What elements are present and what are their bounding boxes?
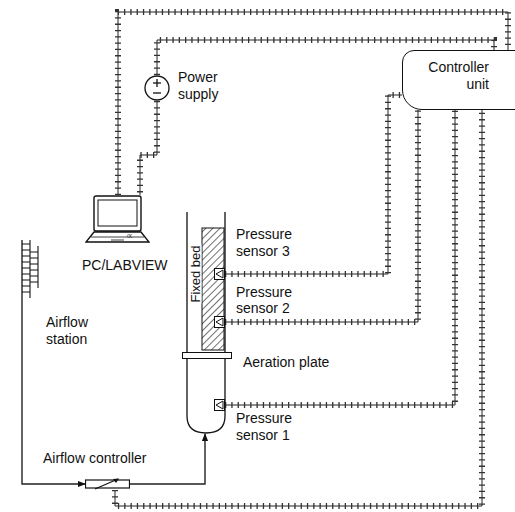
node-label: Pressure sensor 2: [236, 284, 302, 316]
signal-cable: [225, 110, 418, 322]
cable-ticks: [115, 110, 482, 506]
signal-cable: [225, 95, 402, 274]
signal-cable: [225, 110, 455, 405]
pc-laptop: PC/LABVIEW: [85, 195, 150, 245]
cable-ticks: [225, 110, 418, 322]
node-label: Power supply: [178, 69, 230, 103]
node-label: Controller unit: [407, 59, 489, 93]
connector-line: [115, 110, 482, 506]
pressure-sensor: Pressure sensor 1: [214, 399, 225, 411]
connector-line: [140, 101, 157, 195]
cable-ticks: [225, 110, 455, 405]
node-label: PC/LABVIEW: [82, 257, 168, 274]
power-source-circle: [144, 75, 170, 101]
aeration-plate: Aeration plate: [182, 352, 232, 359]
signal-cable: [140, 101, 157, 195]
valve-symbol: [85, 478, 130, 490]
cable-ticks: [225, 95, 402, 274]
station-rack-icon: [16, 238, 44, 316]
sensor-symbol: [214, 268, 225, 280]
laptop-icon: [85, 195, 150, 245]
cable-ticks: [140, 101, 157, 195]
signal-cable: [115, 110, 482, 506]
small-mark: ∝: [126, 230, 133, 241]
pressure-sensor: Pressure sensor 3: [214, 268, 225, 280]
power-supply-symbol: Power supply: [144, 75, 170, 101]
node-label: Pressure sensor 3: [236, 226, 302, 260]
controller-box: Controller unit: [402, 50, 515, 110]
airflow-station: Airflow station: [16, 238, 44, 316]
connector-line: [225, 110, 418, 322]
sensor-symbol: [214, 399, 225, 411]
airflow-controller-valve: Airflow controller: [85, 478, 130, 490]
connector-line: [225, 110, 455, 405]
sensor-symbol: [214, 316, 225, 328]
node-label: Airflow controller: [43, 450, 146, 467]
node-label: Aeration plate: [243, 354, 329, 371]
pressure-sensor: Pressure sensor 2: [214, 316, 225, 328]
node-label: Airflow station: [46, 314, 100, 348]
connector-line: [225, 95, 402, 274]
node-label: Pressure sensor 1: [236, 410, 302, 444]
node-label: Fixed bed: [189, 244, 202, 303]
